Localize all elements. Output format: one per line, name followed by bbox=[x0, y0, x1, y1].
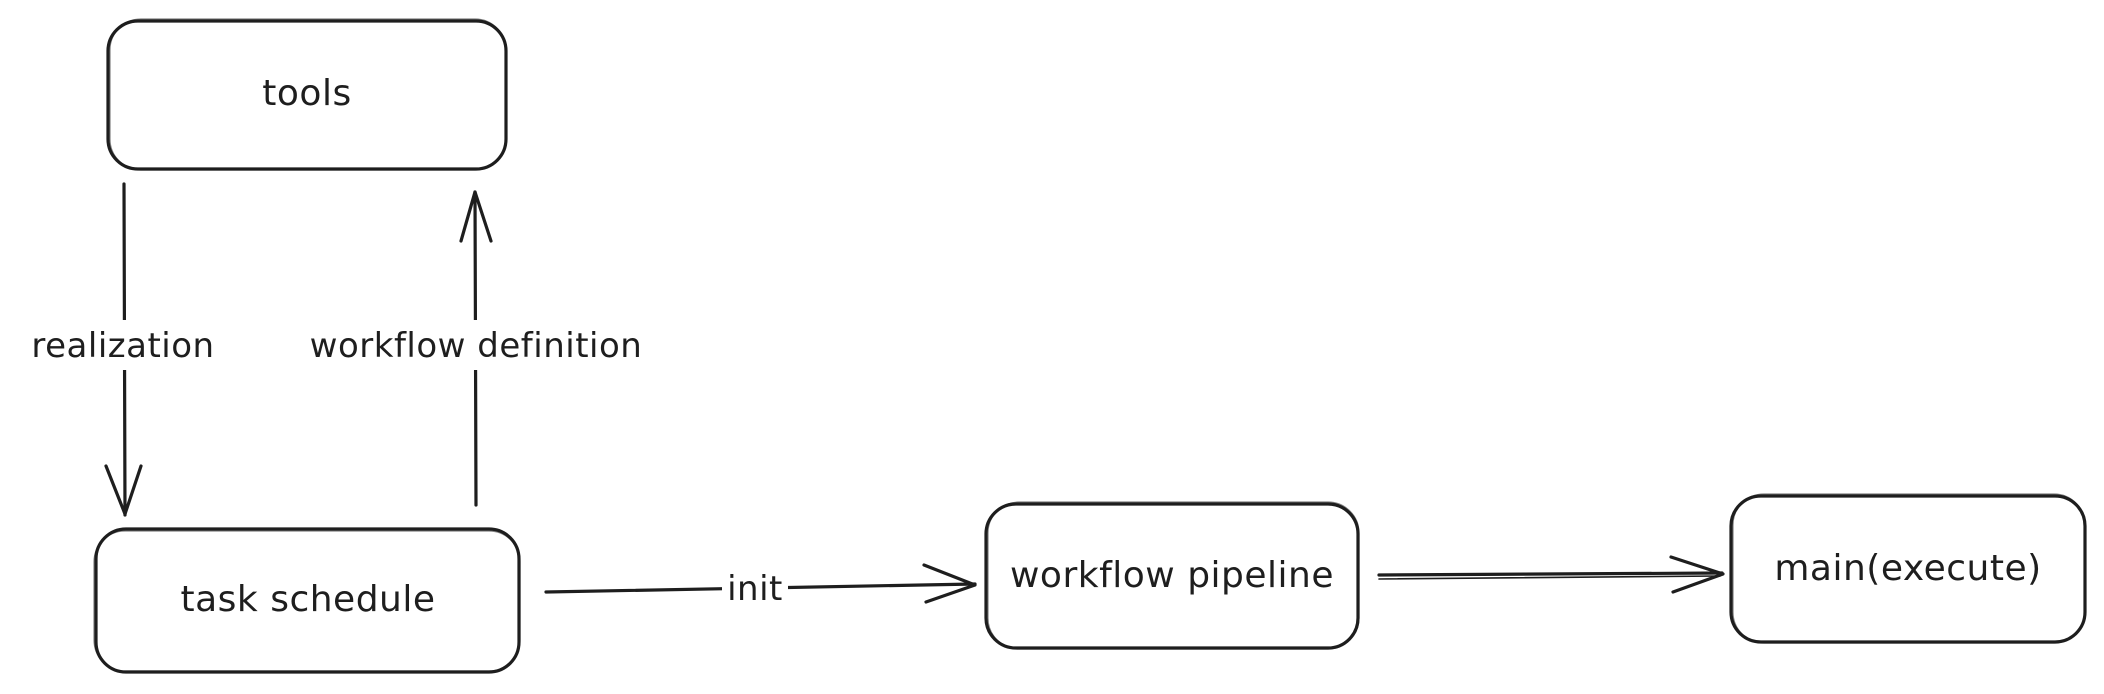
edge-label-init-group: init bbox=[722, 568, 788, 612]
edge-realization-arrowhead bbox=[104, 464, 143, 516]
edge-init-arrowhead bbox=[922, 563, 977, 604]
node-task-schedule-label: task schedule bbox=[180, 579, 435, 620]
edge-pipeline-to-main-line-sketch bbox=[1378, 575, 1721, 580]
edge-label-realization-group: realization bbox=[14, 320, 232, 370]
node-workflow-pipeline: workflow pipeline bbox=[984, 501, 1360, 650]
node-tools-label: tools bbox=[262, 73, 351, 114]
node-tools: tools bbox=[106, 18, 508, 171]
node-task-schedule: task schedule bbox=[93, 527, 521, 674]
edge-pipeline-to-main bbox=[1377, 555, 1725, 594]
edge-pipeline-to-main-line bbox=[1377, 571, 1724, 577]
edge-label-init: init bbox=[727, 569, 783, 609]
edge-label-workflow-definition: workflow definition bbox=[310, 326, 643, 366]
node-main-execute: main(execute) bbox=[1729, 493, 2087, 644]
node-workflow-pipeline-label: workflow pipeline bbox=[1010, 555, 1334, 596]
edge-label-realization: realization bbox=[31, 326, 214, 366]
node-main-execute-label: main(execute) bbox=[1774, 548, 2041, 589]
node-workflow-pipeline-box bbox=[984, 502, 1360, 650]
edge-label-workflow-definition-group: workflow definition bbox=[296, 320, 656, 370]
edge-workflow-definition-arrowhead bbox=[459, 190, 493, 243]
edge-pipeline-to-main-arrowhead bbox=[1669, 555, 1725, 594]
node-task-schedule-box bbox=[94, 527, 521, 674]
